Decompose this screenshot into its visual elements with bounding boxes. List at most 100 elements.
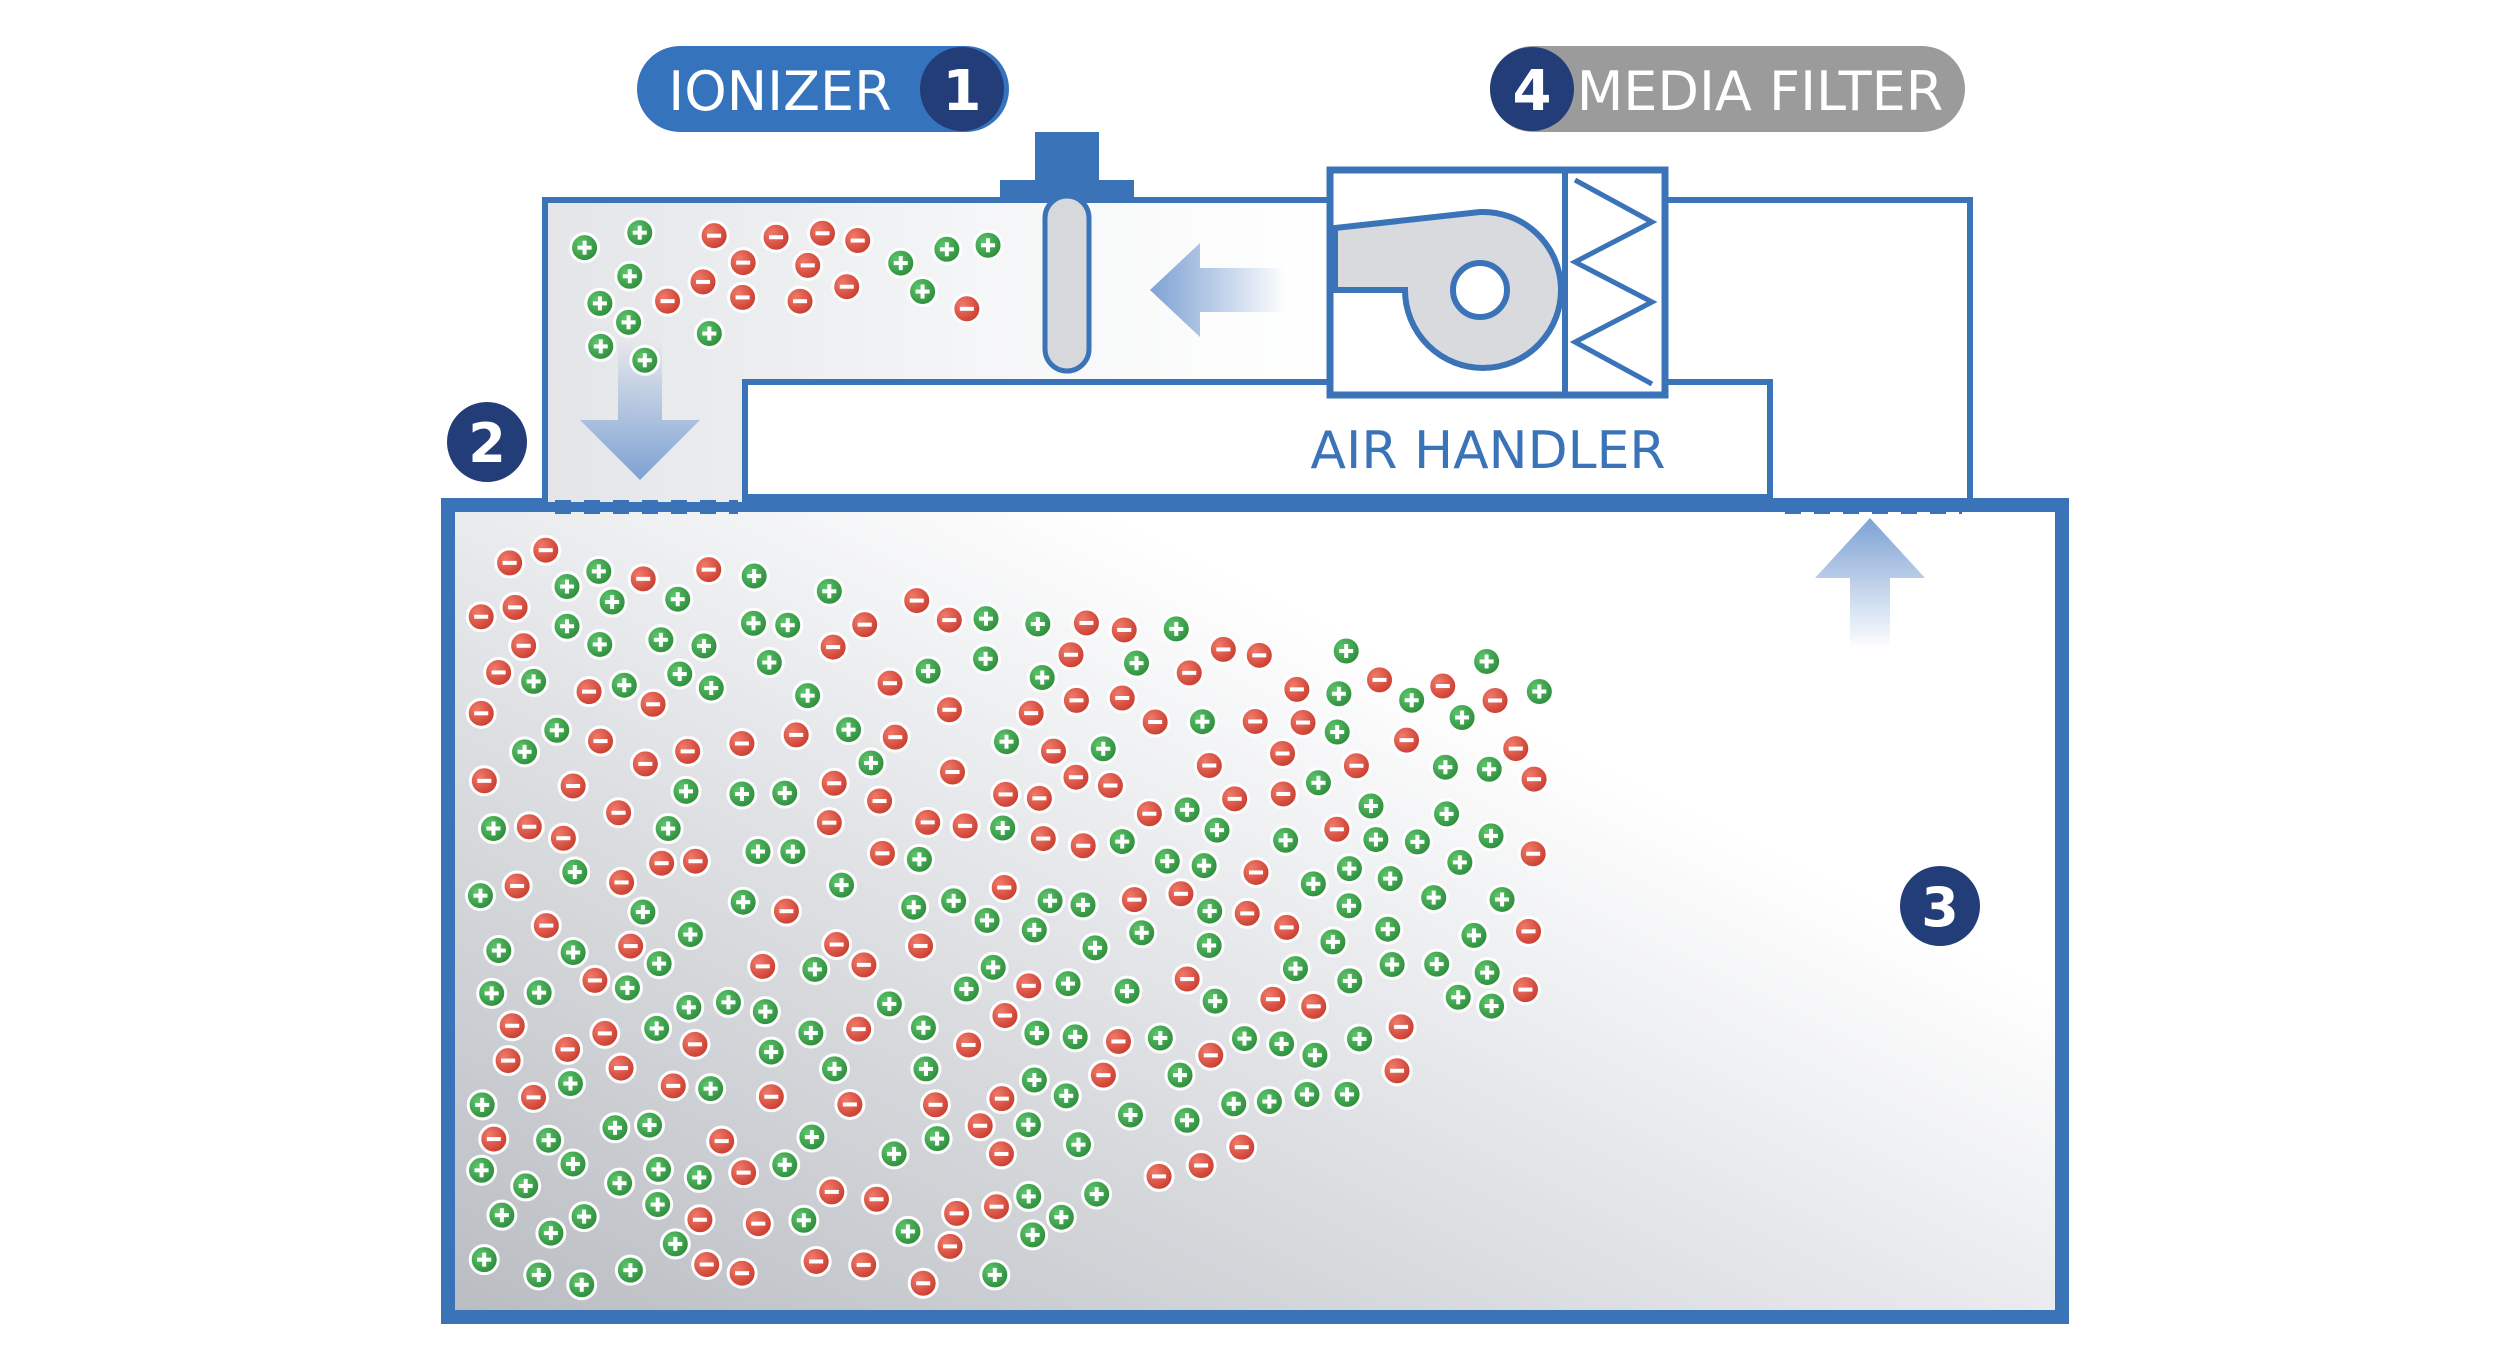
positive-ion <box>569 232 601 264</box>
negative-ion <box>1340 750 1372 782</box>
negative-ion <box>1427 670 1459 702</box>
positive-ion <box>1396 684 1428 716</box>
positive-ion <box>738 607 770 639</box>
positive-ion <box>903 843 935 875</box>
positive-ion <box>608 669 640 701</box>
positive-ion <box>584 287 616 319</box>
positive-ion <box>1333 890 1365 922</box>
negative-ion <box>589 1017 621 1049</box>
negative-ion <box>800 1245 832 1277</box>
positive-ion <box>551 610 583 642</box>
positive-ion <box>683 1161 715 1193</box>
negative-ion <box>629 748 661 780</box>
negative-ion <box>483 656 515 688</box>
negative-ion <box>770 895 802 927</box>
negative-ion <box>1027 823 1059 855</box>
positive-ion <box>898 891 930 923</box>
positive-ion <box>1081 1178 1113 1210</box>
negative-ion <box>698 220 730 252</box>
positive-ion <box>693 318 725 350</box>
positive-ion <box>557 1148 589 1180</box>
negative-ion <box>848 949 880 981</box>
positive-ion <box>695 672 727 704</box>
positive-ion <box>769 1149 801 1181</box>
positive-ion <box>486 1199 518 1231</box>
step-1-number: 1 <box>943 59 982 124</box>
negative-ion <box>816 1176 848 1208</box>
positive-ion <box>645 624 677 656</box>
positive-ion <box>796 1121 828 1153</box>
positive-ion <box>1321 716 1353 748</box>
positive-ion <box>855 747 887 779</box>
negative-ion <box>912 806 944 838</box>
negative-ion <box>989 1000 1021 1032</box>
negative-ion <box>1518 763 1550 795</box>
positive-ion <box>819 1053 851 1085</box>
ionizer-label-pill: IONIZER 1 <box>637 46 1009 132</box>
positive-ion <box>1121 647 1153 679</box>
negative-ion <box>518 1081 550 1113</box>
negative-ion <box>821 929 853 961</box>
negative-ion <box>508 630 540 662</box>
negative-ion <box>672 735 704 767</box>
negative-ion <box>1193 750 1225 782</box>
negative-ion <box>919 1089 951 1121</box>
negative-ion <box>492 1045 524 1077</box>
positive-ion <box>1021 1017 1053 1049</box>
negative-ion <box>755 1081 787 1113</box>
positive-ion <box>1471 645 1503 677</box>
positive-ion <box>1317 926 1349 958</box>
positive-ion <box>970 603 1002 635</box>
positive-ion <box>907 276 939 308</box>
positive-ion <box>753 646 785 678</box>
step-2-badge: 2 <box>447 402 527 482</box>
negative-ion <box>742 1208 774 1240</box>
air-handler-box <box>742 379 1773 500</box>
positive-ion <box>523 1259 555 1291</box>
negative-ion <box>513 811 545 843</box>
positive-ion <box>1111 975 1143 1007</box>
positive-ion <box>1067 889 1099 921</box>
negative-ion <box>806 217 838 249</box>
negative-ion <box>760 221 792 253</box>
positive-ion <box>559 856 591 888</box>
negative-ion <box>496 1010 528 1042</box>
positive-ion <box>987 812 1019 844</box>
negative-ion <box>679 845 711 877</box>
positive-ion <box>599 1112 631 1144</box>
positive-ion <box>1376 949 1408 981</box>
negative-ion <box>848 1249 880 1281</box>
positive-ion <box>1266 1028 1298 1060</box>
negative-ion <box>780 719 812 751</box>
positive-ion <box>1228 1023 1260 1055</box>
negative-ion <box>552 1033 584 1065</box>
positive-ion <box>1026 662 1058 694</box>
negative-ion <box>1013 970 1045 1002</box>
negative-ion <box>726 727 758 759</box>
negative-ion <box>933 694 965 726</box>
negative-ion <box>1219 783 1251 815</box>
negative-ion <box>1257 983 1289 1015</box>
positive-ion <box>813 575 845 607</box>
negative-ion <box>530 910 562 942</box>
negative-ion <box>637 688 669 720</box>
positive-ion <box>483 935 515 967</box>
positive-ion <box>1442 981 1474 1013</box>
negative-ion <box>1106 682 1138 714</box>
positive-ion <box>873 988 905 1020</box>
negative-ion <box>1185 1150 1217 1182</box>
positive-ion <box>557 936 589 968</box>
negative-ion <box>843 1013 875 1045</box>
negative-ion <box>1173 657 1205 689</box>
negative-ion <box>606 866 638 898</box>
positive-ion <box>1151 845 1183 877</box>
positive-ion <box>659 1228 691 1260</box>
positive-ion <box>833 714 865 746</box>
positive-ion <box>584 628 616 660</box>
negative-ion <box>951 293 983 325</box>
negative-ion <box>547 822 579 854</box>
positive-ion <box>1476 990 1508 1022</box>
negative-ion <box>1118 884 1150 916</box>
positive-ion <box>979 1259 1011 1291</box>
positive-ion <box>938 885 970 917</box>
